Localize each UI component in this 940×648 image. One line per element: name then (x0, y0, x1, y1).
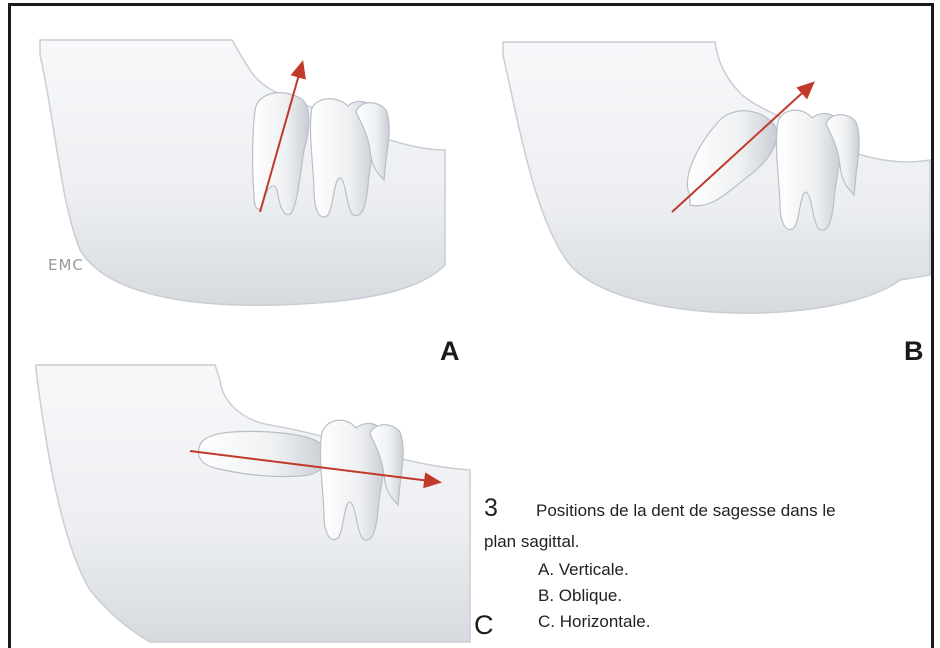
panel-a-illustration (40, 40, 445, 305)
caption-item-a: A. Verticale. (538, 560, 629, 580)
caption-item-c: C. Horizontale. (538, 612, 650, 632)
emc-watermark: EMC (48, 256, 84, 274)
panel-c-illustration (36, 365, 470, 642)
caption-title-line-2: plan sagittal. (484, 532, 579, 552)
panel-c-label: C (474, 610, 494, 641)
caption-title-line-1: Positions de la dent de sagesse dans le (536, 501, 836, 521)
panel-a-label: A (440, 336, 460, 367)
figure-number: 3 (484, 494, 498, 523)
panel-c-mandible (36, 365, 470, 642)
panel-b-illustration (503, 42, 930, 313)
panel-b-label: B (904, 336, 924, 367)
caption-item-b: B. Oblique. (538, 586, 622, 606)
